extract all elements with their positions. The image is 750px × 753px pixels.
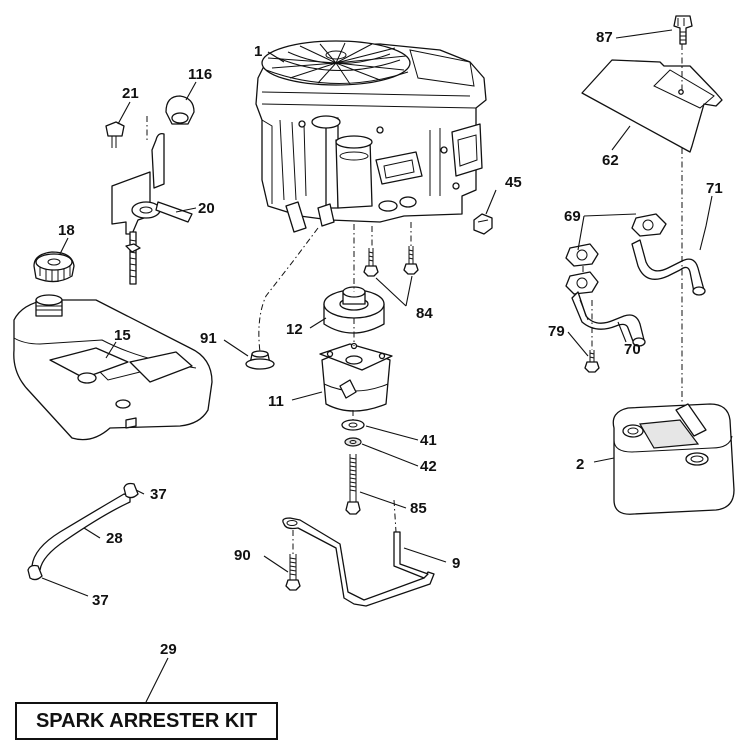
muffler	[612, 403, 735, 515]
label-fuel-tank: 15	[114, 327, 131, 344]
label-exhaust-pipe-left: 70	[624, 341, 641, 358]
bushing	[245, 350, 275, 370]
label-throttle-control: 20	[198, 200, 215, 217]
label-bolt-79: 79	[548, 323, 565, 340]
engine-bolt-2	[403, 246, 419, 275]
gasket-low	[565, 271, 599, 295]
bolt-90	[285, 554, 301, 591]
label-bushing: 91	[200, 330, 217, 347]
label-throttle-screw: 21	[122, 85, 139, 102]
leader-lines	[41, 29, 713, 703]
heat-shield	[581, 59, 723, 153]
pto-clutch	[319, 342, 393, 412]
throttle-screw	[105, 121, 125, 148]
washer-42	[344, 437, 362, 447]
nut-45	[473, 213, 493, 235]
label-hose-clamp-top: 37	[150, 486, 167, 503]
hose-clamp-top	[123, 482, 139, 499]
label-heat-shield-bolt: 87	[596, 29, 613, 46]
throttle-control	[111, 132, 193, 285]
spark-arrester-kit-box: SPARK ARRESTER KIT	[15, 702, 278, 740]
fuel-tank	[13, 294, 213, 441]
bolt-79	[584, 350, 600, 373]
label-exhaust-pipe-right: 71	[706, 180, 723, 197]
hose-clamp-bottom	[27, 564, 43, 581]
callout-labels: 1 116 21 20 18 15 45 87 62 69 71 79 70 8…	[58, 29, 723, 658]
label-nut-45: 45	[505, 174, 522, 191]
label-heat-shield: 62	[602, 152, 619, 169]
label-pto-clutch: 11	[268, 393, 284, 410]
label-fuel-line: 28	[106, 530, 123, 547]
label-hose-clamp-bottom: 37	[92, 592, 109, 609]
spark-arrester-kit-label: SPARK ARRESTER KIT	[35, 709, 258, 732]
throttle-knob	[165, 95, 195, 125]
engine-pulley	[323, 286, 385, 334]
fuel-line	[31, 493, 131, 571]
label-fuel-cap: 18	[58, 222, 75, 239]
label-spark-arrester-kit: 29	[160, 641, 177, 658]
engine-bolt-1	[363, 248, 379, 277]
label-bolt-90: 90	[234, 547, 251, 564]
label-clutch-bolt: 85	[410, 500, 427, 517]
label-muffler: 2	[576, 456, 584, 473]
label-washer-42: 42	[420, 458, 437, 475]
exhaust-pipe-left	[571, 291, 646, 347]
label-engine-pulley: 12	[286, 321, 303, 338]
gasket-top	[631, 213, 667, 237]
label-washer-41: 41	[420, 432, 437, 449]
gasket-mid	[565, 243, 599, 267]
label-engine: 1	[254, 43, 262, 60]
exhaust-pipe-right	[631, 239, 706, 296]
heat-shield-bolt	[673, 15, 693, 45]
clutch-bolt	[345, 454, 361, 515]
label-pulley-bracket: 9	[452, 555, 460, 572]
label-engine-bolts: 84	[416, 305, 433, 322]
label-throttle-knob: 116	[188, 66, 212, 83]
assembly-lines	[146, 44, 683, 554]
washer-41	[341, 419, 365, 431]
fuel-cap	[33, 251, 75, 283]
label-gasket: 69	[564, 208, 581, 225]
pulley-bracket	[282, 517, 435, 607]
engine	[255, 40, 487, 233]
